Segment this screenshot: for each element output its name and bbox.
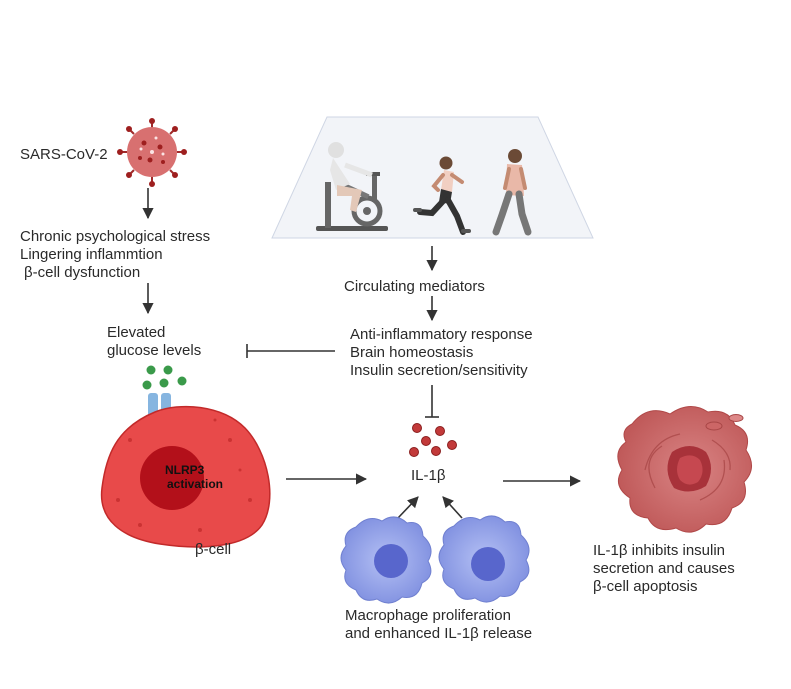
virus-icon bbox=[117, 118, 187, 187]
macrophage-line: Macrophage proliferation bbox=[345, 607, 511, 624]
glucose-line: Elevated bbox=[107, 324, 166, 341]
virus-label: SARS-CoV-2 bbox=[20, 146, 108, 163]
macrophage-icon bbox=[438, 515, 530, 603]
stressor-line: β-cell dysfunction bbox=[24, 264, 141, 281]
apoptotic-cell-icon bbox=[617, 406, 752, 533]
activation-line: activation bbox=[167, 477, 224, 491]
macrophage-text: Macrophage proliferation and enhanced IL… bbox=[345, 607, 532, 643]
apoptosis-text: IL-1β inhibits insulin secretion and cau… bbox=[593, 542, 735, 596]
effect-line: Insulin secretion/sensitivity bbox=[350, 362, 528, 379]
stressor-line: Lingering inflammtion bbox=[20, 246, 163, 263]
effect-line: Brain homeostasis bbox=[350, 344, 474, 361]
stressor-line: Chronic psychological stress bbox=[20, 228, 211, 245]
apoptosis-line: IL-1β inhibits insulin bbox=[593, 542, 726, 559]
glucose-label: Elevated glucose levels bbox=[107, 324, 201, 360]
il1b-molecules bbox=[409, 423, 457, 457]
macrophage-icon bbox=[340, 516, 432, 604]
mediators-label: Circulating mediators bbox=[344, 278, 485, 295]
exercise-bike-icon bbox=[316, 142, 388, 231]
effect-line: Anti-inflammatory response bbox=[350, 326, 533, 343]
activation-line: NLRP3 bbox=[165, 463, 205, 477]
exercise-panel bbox=[271, 116, 594, 239]
glucose-line: glucose levels bbox=[107, 342, 202, 359]
beta-cell-label: β-cell bbox=[195, 541, 232, 558]
effects-text: Anti-inflammatory response Brain homeost… bbox=[350, 326, 533, 380]
runner-icon bbox=[413, 156, 471, 235]
walker-icon bbox=[492, 149, 532, 236]
arrow-macrophage2-to-il1b bbox=[442, 496, 463, 519]
beta-cell-icon bbox=[100, 405, 271, 548]
apoptosis-line: secretion and causes bbox=[593, 560, 735, 577]
arrow-macrophage1-to-il1b bbox=[397, 496, 419, 519]
apoptosis-line: β-cell apoptosis bbox=[593, 578, 698, 595]
il1b-label: IL-1β bbox=[411, 467, 446, 484]
stressors-text: Chronic psychological stress Lingering i… bbox=[20, 228, 210, 282]
nlrp3-activation-label: NLRP3 activation bbox=[155, 463, 223, 491]
macrophage-line: and enhanced IL-1β release bbox=[345, 625, 533, 642]
glucose-molecules bbox=[142, 365, 187, 390]
